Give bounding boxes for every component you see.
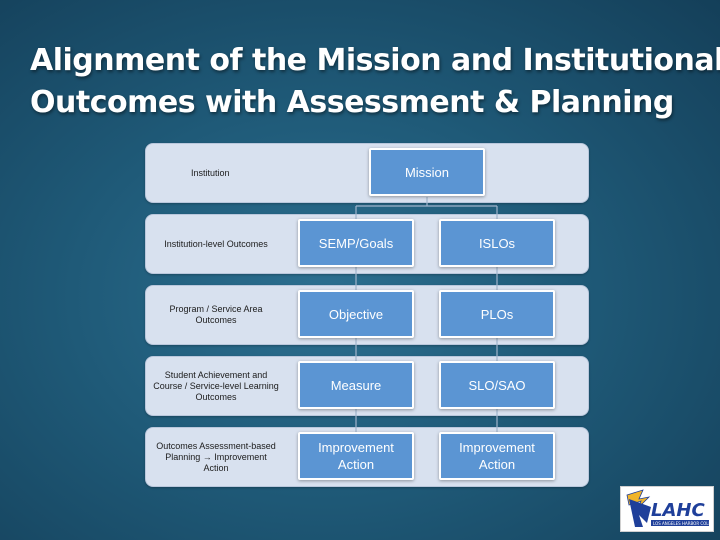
- band-label-improvement-planning: Outcomes Assessment-based Planning → Imp…: [156, 440, 276, 473]
- node-plos: PLOs: [439, 290, 555, 338]
- node-improvement-action-left: Improvement Action: [298, 432, 414, 480]
- band-label-institution-level-outcomes: Institution-level Outcomes: [164, 238, 268, 249]
- band-label-program-service-area-outcomes: Program / Service Area Outcomes: [169, 304, 263, 325]
- band-label-student-achievement: Student Achievement and Course / Service…: [153, 369, 279, 402]
- slide-title-line-1: Alignment of the Mission and Institution…: [30, 43, 720, 78]
- band-label-institution: Institution: [191, 167, 230, 178]
- node-improvement-action-right: Improvement Action: [439, 432, 555, 480]
- node-objective: Objective: [298, 290, 414, 338]
- svg-text:LOS ANGELES HARBOR COLLEGE: LOS ANGELES HARBOR COLLEGE: [653, 521, 713, 526]
- node-islos: ISLOs: [439, 219, 555, 267]
- college-logo: LAHC LOS ANGELES HARBOR COLLEGE: [620, 486, 719, 532]
- band-institution: Institution: [145, 143, 589, 203]
- node-mission: Mission: [369, 148, 485, 196]
- lahc-seal-icon: LAHC LOS ANGELES HARBOR COLLEGE: [621, 487, 719, 531]
- svg-text:LAHC: LAHC: [651, 500, 705, 521]
- node-measure: Measure: [298, 361, 414, 409]
- slide-title: Alignment of the Mission and Institution…: [30, 40, 720, 124]
- slide-title-line-2: Outcomes with Assessment & Planning: [30, 85, 674, 120]
- node-semp-goals: SEMP/Goals: [298, 219, 414, 267]
- node-slo-sao: SLO/SAO: [439, 361, 555, 409]
